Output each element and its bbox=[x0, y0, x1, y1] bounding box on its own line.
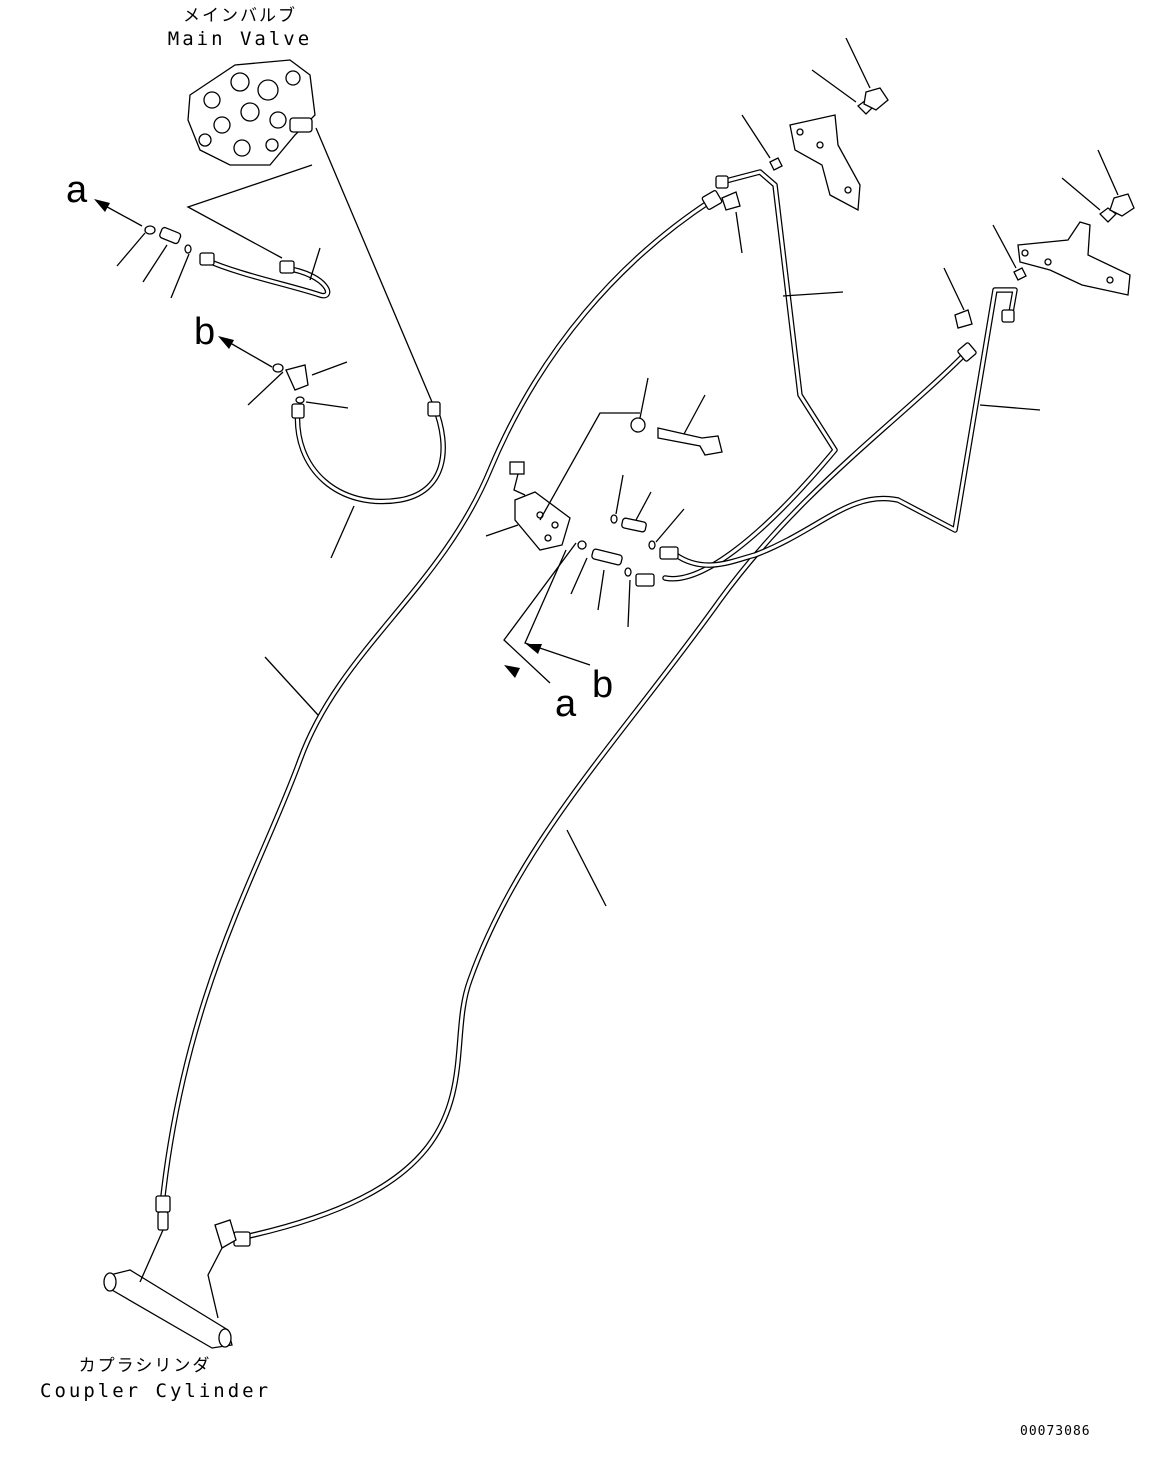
main-valve bbox=[187, 59, 316, 166]
hose-fitting bbox=[279, 260, 295, 274]
ref-a-label: a bbox=[555, 683, 577, 725]
main-valve-label: Main Valve bbox=[167, 28, 313, 50]
arrow-b-icon bbox=[524, 549, 591, 666]
nut bbox=[863, 87, 889, 111]
hose-fitting bbox=[199, 252, 215, 266]
arrow-a-icon bbox=[94, 199, 143, 227]
washer bbox=[630, 417, 646, 433]
coupler-cylinder-jp-label: カプラシリンダ bbox=[78, 1356, 212, 1376]
coupler-cylinder-label: Coupler Cylinder bbox=[40, 1380, 272, 1402]
arrow-b-icon bbox=[218, 336, 273, 368]
o-ring bbox=[295, 396, 305, 404]
bushing bbox=[769, 157, 783, 171]
valve-leader-a bbox=[186, 164, 313, 259]
elbow-fitting bbox=[285, 364, 309, 391]
bolt bbox=[657, 427, 723, 456]
ref-b-label: b bbox=[194, 311, 216, 353]
solenoid-valve bbox=[509, 461, 571, 551]
clamp bbox=[954, 309, 973, 329]
ref-a-label: a bbox=[66, 169, 88, 211]
connector bbox=[159, 226, 182, 245]
drawing-number: 00073086 bbox=[1020, 1424, 1091, 1439]
arrow-a-icon bbox=[503, 542, 577, 684]
coupler-cylinder bbox=[103, 1211, 237, 1349]
o-ring bbox=[184, 244, 192, 254]
nut bbox=[1109, 193, 1135, 217]
ref-b-label: b bbox=[592, 664, 614, 706]
valve-leader-b bbox=[315, 127, 433, 403]
clamp bbox=[721, 191, 741, 211]
bracket-right bbox=[1017, 221, 1131, 296]
bracket-top bbox=[789, 114, 861, 212]
main-valve-jp-label: メインバルブ bbox=[183, 6, 297, 26]
o-ring bbox=[272, 363, 284, 373]
o-ring bbox=[144, 225, 156, 235]
bushing bbox=[1013, 267, 1027, 281]
